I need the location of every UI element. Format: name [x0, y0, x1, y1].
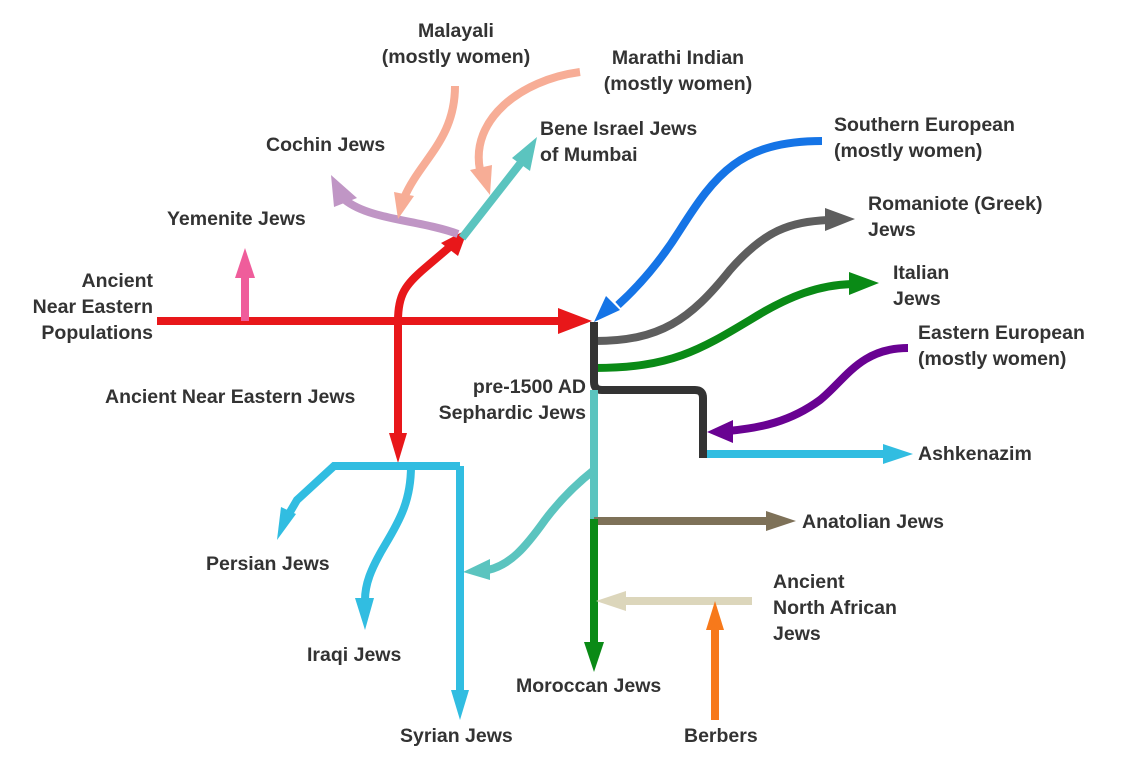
node-berbers: Berbers: [684, 725, 758, 747]
arrowhead-icon: [706, 601, 724, 630]
edge-to-cochin: [331, 175, 460, 238]
node-malayali: Malayali (mostly women): [381, 20, 531, 68]
arrowhead-icon: [883, 444, 913, 464]
edge-sephardic-to-romaniote: [594, 208, 855, 345]
edge-berbers-to-north-african: [706, 601, 724, 720]
arrowhead-icon: [825, 208, 855, 231]
edge-eastern-european-to-ashkenazim: [707, 344, 909, 443]
node-bene-israel: Bene Israel Jews of Mumbai: [540, 118, 698, 166]
arrowhead-icon: [463, 559, 490, 580]
edge-north-african-to-moroccan: [596, 591, 752, 611]
arrowhead-icon: [235, 248, 255, 278]
node-eastern-european: Eastern European (mostly women): [918, 322, 1085, 370]
edge-sephardic-to-moroccan: [584, 519, 604, 672]
edge-sephardic-to-italian: [594, 272, 879, 372]
node-ancient-near-eastern-jews: Ancient Near Eastern Jews: [105, 386, 356, 408]
arrowhead-icon: [389, 433, 407, 463]
edge-near-eastern-to-yemenite: [235, 248, 255, 321]
node-anatolian-jews: Anatolian Jews: [802, 511, 944, 533]
arrowhead-icon: [512, 137, 537, 171]
arrowhead-icon: [331, 175, 357, 207]
arrowhead-icon: [277, 507, 296, 540]
arrowhead-icon: [451, 690, 469, 720]
edge-sephardic-lower: [463, 390, 598, 580]
edge-sephardic-to-anatolian: [594, 511, 796, 531]
node-syrian-jews: Syrian Jews: [400, 725, 513, 747]
edge-near-eastern-to-sephardic: [157, 308, 592, 334]
node-marathi-indian: Marathi Indian (mostly women): [603, 47, 753, 95]
arrowhead-icon: [558, 308, 592, 334]
node-persian-jews: Persian Jews: [206, 553, 330, 575]
edge-near-eastern-to-india: [394, 229, 468, 322]
edge-to-bene-israel: [458, 137, 537, 241]
node-romaniote: Romaniote (Greek) Jews: [868, 193, 1043, 241]
node-italian-jews: Italian Jews: [893, 262, 950, 310]
node-ancient-near-eastern-populations: Ancient Near Eastern Populations: [32, 270, 153, 344]
node-moroccan-jews: Moroccan Jews: [516, 675, 662, 697]
arrowhead-icon: [394, 192, 414, 219]
node-iraqi-jews: Iraqi Jews: [307, 644, 402, 666]
arrowhead-icon: [849, 272, 879, 295]
node-ashkenazim: Ashkenazim: [918, 443, 1032, 465]
edge-ancient-jews-to-mizrahi: [277, 462, 469, 720]
node-cochin-jews: Cochin Jews: [266, 134, 386, 156]
node-yemenite-jews: Yemenite Jews: [167, 208, 306, 230]
arrowhead-icon: [766, 511, 796, 531]
edge-marathi-to-bene-israel: [470, 68, 581, 195]
edge-to-ashkenazim: [707, 444, 913, 464]
edge-malayali-to-cochin: [394, 85, 459, 219]
arrowhead-icon: [470, 165, 492, 195]
edge-southern-european-to-sephardic: [594, 137, 823, 322]
arrowhead-icon: [594, 296, 620, 322]
node-southern-european: Southern European (mostly women): [834, 114, 1015, 162]
arrowhead-icon: [355, 598, 374, 630]
edge-near-eastern-to-ancient-jews: [389, 321, 407, 463]
arrowhead-icon: [707, 420, 733, 443]
arrowhead-icon: [596, 591, 626, 611]
arrowhead-icon: [584, 642, 604, 672]
node-ancient-north-african-jews: Ancient North African Jews: [773, 571, 897, 645]
edge-sephardic-to-ashkenazi-trunk: [590, 322, 707, 458]
node-sephardic-pre1500: pre-1500 AD Sephardic Jews: [438, 376, 586, 424]
